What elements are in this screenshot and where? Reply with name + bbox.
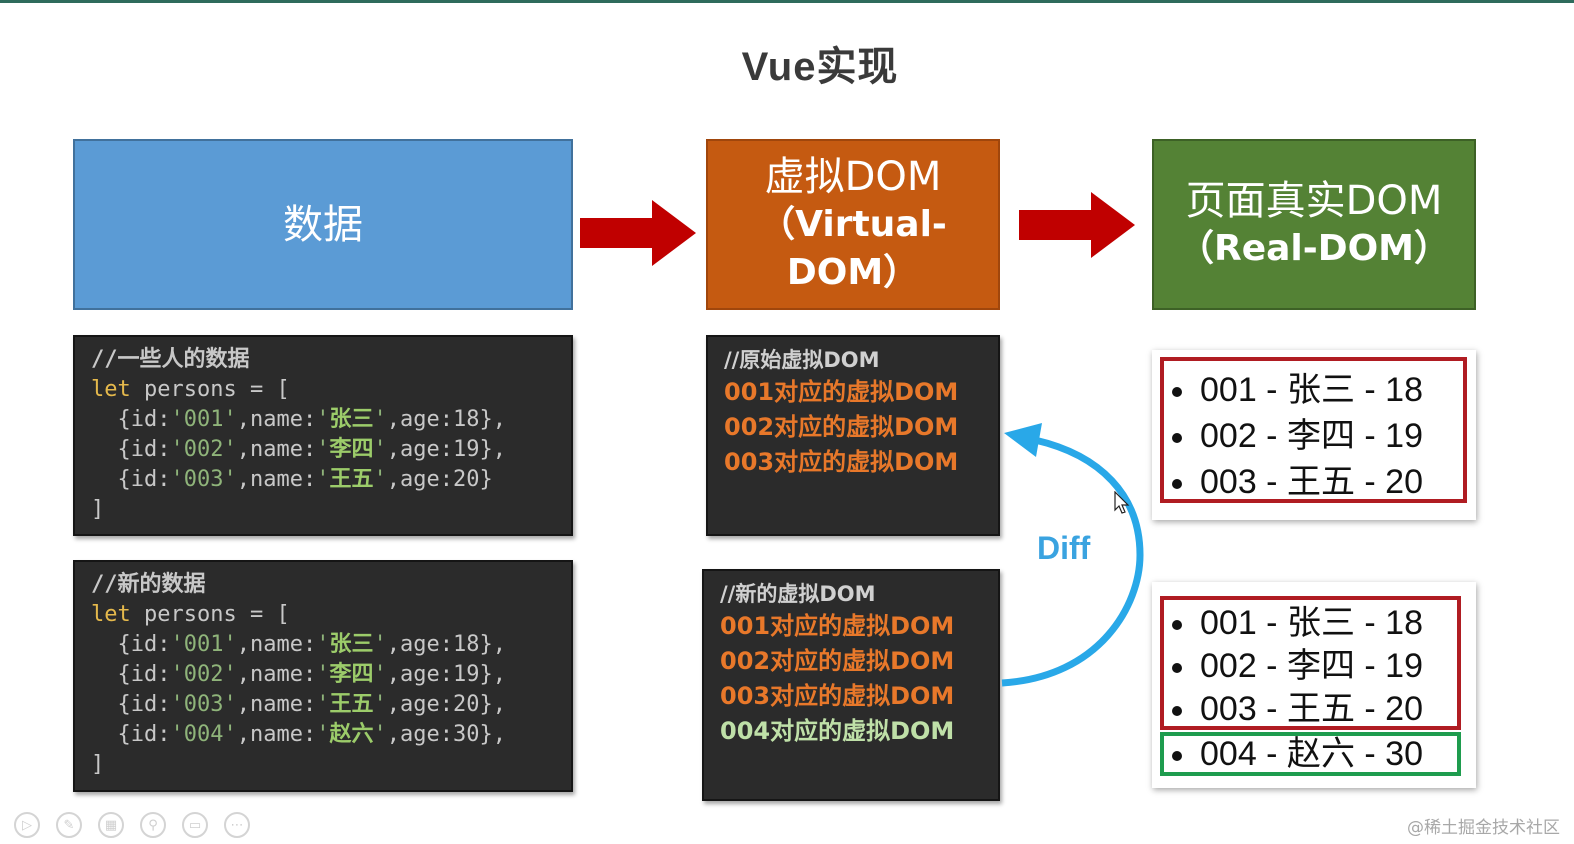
code-row: {id:'002',name:'李四',age:19}, xyxy=(117,437,506,462)
code-comment: //一些人的数据 xyxy=(91,347,250,372)
more-icon[interactable]: ⋯ xyxy=(224,812,250,838)
vdom-item: 001对应的虚拟DOM xyxy=(720,612,955,640)
vdom-item: 003对应的虚拟DOM xyxy=(720,682,955,710)
bullet-icon xyxy=(1172,433,1182,444)
code-comment: //新的数据 xyxy=(91,572,206,597)
diff-label: Diff xyxy=(1037,530,1091,566)
code-close: ] xyxy=(91,752,105,777)
bullet-icon xyxy=(1172,479,1182,490)
virtual-dom-box: 虚拟DOM （Virtual-DOM） xyxy=(706,139,1000,310)
vdom-old-block: //原始虚拟DOM 001对应的虚拟DOM 002对应的虚拟DOM 003对应的… xyxy=(706,335,1000,536)
real-list-item-new: 004 - 赵六 - 30 xyxy=(1164,736,1457,772)
real-list-item: 003 - 王五 - 20 xyxy=(1164,688,1457,731)
real-list-item: 001 - 张三 - 18 xyxy=(1164,367,1463,413)
play-icon[interactable]: ▷ xyxy=(14,812,40,838)
code-close: ] xyxy=(91,497,105,522)
red-frame-new: 001 - 张三 - 18 002 - 李四 - 19 003 - 王五 - 2… xyxy=(1160,596,1461,730)
real-dom-new-panel: 001 - 张三 - 18 002 - 李四 - 19 003 - 王五 - 2… xyxy=(1152,582,1476,788)
vdom-item: 001对应的虚拟DOM xyxy=(724,378,959,406)
green-frame-new-item: 004 - 赵六 - 30 xyxy=(1160,732,1461,776)
code-new-data: //新的数据 let persons = [ {id:'001',name:'张… xyxy=(73,560,573,792)
bullet-icon xyxy=(1172,620,1182,631)
real-dom-subtitle: （Real-DOM） xyxy=(1177,227,1451,269)
code-row: {id:'004',name:'赵六',age:30}, xyxy=(117,722,506,747)
real-dom-title: 页面真实DOM xyxy=(1185,177,1443,224)
code-old-data: //一些人的数据 let persons = [ {id:'001',name:… xyxy=(73,335,573,536)
bullet-icon xyxy=(1172,706,1182,717)
arrow-data-to-vdom xyxy=(580,200,696,266)
vdom-item: 002对应的虚拟DOM xyxy=(720,647,955,675)
mouse-cursor-icon xyxy=(1114,491,1130,514)
code-row: {id:'001',name:'张三',age:18}, xyxy=(117,407,506,432)
code-var: persons = [ xyxy=(130,602,290,627)
real-list-item: 002 - 李四 - 19 xyxy=(1164,645,1457,688)
pen-icon[interactable]: ✎ xyxy=(56,812,82,838)
bullet-icon xyxy=(1172,751,1182,762)
bullet-icon xyxy=(1172,663,1182,674)
vdom-new-block: //新的虚拟DOM 001对应的虚拟DOM 002对应的虚拟DOM 003对应的… xyxy=(702,569,1000,801)
page-title: Vue实现 xyxy=(741,45,899,89)
code-row: {id:'003',name:'王五',age:20} xyxy=(117,467,493,492)
data-box-label: 数据 xyxy=(283,201,363,248)
real-dom-old-panel: 001 - 张三 - 18 002 - 李四 - 19 003 - 王五 - 2… xyxy=(1152,350,1476,520)
real-list-item: 003 - 王五 - 20 xyxy=(1164,459,1463,505)
virtual-dom-title: 虚拟DOM xyxy=(764,153,942,200)
grid-icon[interactable]: ▦ xyxy=(98,812,124,838)
vdom-item: 003对应的虚拟DOM xyxy=(724,448,959,476)
code-row: {id:'002',name:'李四',age:19}, xyxy=(117,662,506,687)
arrow-vdom-to-real xyxy=(1019,192,1135,258)
real-list-item: 002 - 李四 - 19 xyxy=(1164,413,1463,459)
code-keyword: let xyxy=(91,602,131,627)
code-row: {id:'001',name:'张三',age:18}, xyxy=(117,632,506,657)
top-border-line xyxy=(0,0,1574,3)
code-row: {id:'003',name:'王五',age:20}, xyxy=(117,692,506,717)
real-list-item: 001 - 张三 - 18 xyxy=(1164,602,1457,645)
real-dom-box: 页面真实DOM （Real-DOM） xyxy=(1152,139,1476,310)
code-keyword: let xyxy=(91,377,131,402)
screen-icon[interactable]: ▭ xyxy=(182,812,208,838)
bullet-icon xyxy=(1172,387,1182,398)
diff-arc-arrow xyxy=(1001,423,1144,687)
vdom-comment: //原始虚拟DOM xyxy=(724,348,880,372)
watermark: @稀土掘金技术社区 xyxy=(1407,818,1560,838)
vdom-comment: //新的虚拟DOM xyxy=(720,582,876,606)
vdom-new-item: 004对应的虚拟DOM xyxy=(720,717,955,745)
red-frame-old: 001 - 张三 - 18 002 - 李四 - 19 003 - 王五 - 2… xyxy=(1160,357,1467,503)
zoom-icon[interactable]: ⚲ xyxy=(140,812,166,838)
slide-toolbar: ▷ ✎ ▦ ⚲ ▭ ⋯ xyxy=(14,812,250,838)
vdom-item: 002对应的虚拟DOM xyxy=(724,413,959,441)
data-box: 数据 xyxy=(73,139,573,310)
code-var: persons = [ xyxy=(130,377,290,402)
virtual-dom-subtitle: （Virtual-DOM） xyxy=(759,203,947,293)
